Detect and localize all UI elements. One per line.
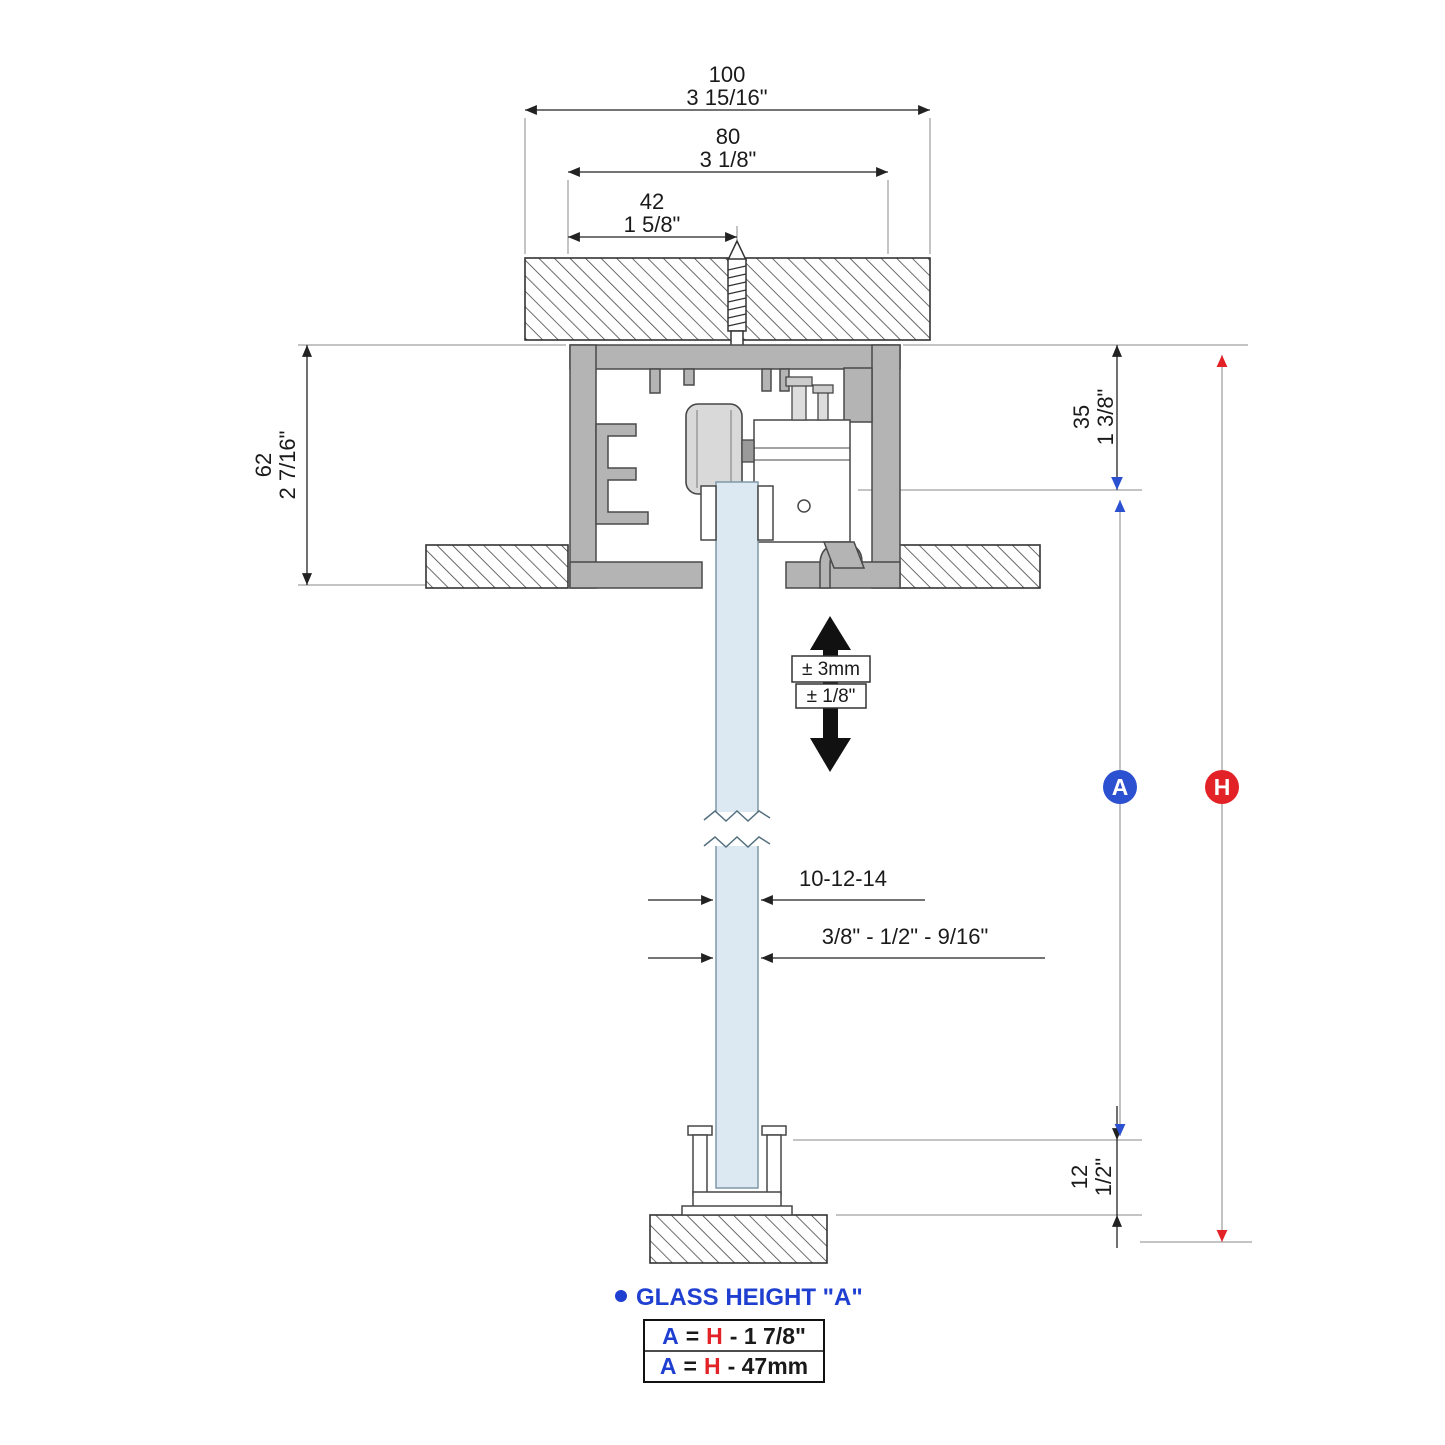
dim-42-mm: 42 [640,189,664,214]
dim-width-100: 100 3 15/16" [525,62,930,116]
ref-h-badge [1205,770,1239,804]
ref-a-badge [1103,770,1137,804]
glass-clamp-left [700,485,717,541]
soffit-left-block [425,544,569,589]
adjust-in-label: ± 1/8" [807,686,856,707]
legend: GLASS HEIGHT "A" A=H- 1 7/8" A=H- 47mm [615,1284,863,1383]
dim-80-in: 3 1/8" [700,147,757,172]
ref-h-label: H [1214,774,1231,800]
track-top-plate [569,344,901,370]
screw-threads [727,265,747,327]
adjust-arrow-down-icon [810,738,851,772]
dim-100-in: 3 15/16" [686,85,767,110]
track-right-step [843,367,873,423]
glass-thickness-in: 3/8" - 1/2" - 9/16" [822,924,989,949]
channel-wall-right [766,1134,782,1196]
channel-cap-left [687,1125,713,1136]
break-mark-top [703,809,771,823]
dim-width-42: 42 1 5/8" [568,189,737,243]
dim-glass-thickness-mm: 10-12-14 [648,866,925,906]
dim-12-mm: 12 [1067,1165,1092,1189]
lock-screw [817,391,829,421]
dim-80-mm: 80 [716,124,740,149]
dim-height-12: 12 1/2" [1067,1106,1123,1248]
dim-height-35: 35 1 3/8" [1069,345,1123,490]
bullet-icon [615,1290,627,1302]
roller-wheel [685,403,743,495]
adjust-arrow-up-icon [810,616,851,650]
dim-35-in: 1 3/8" [1093,389,1118,446]
floor-block [649,1214,828,1264]
extension-lines [298,118,1252,1243]
legend-title: GLASS HEIGHT "A" [636,1284,863,1311]
dim-12-in: 1/2" [1091,1158,1116,1196]
break-mark-bottom [703,835,771,849]
dim-height-62: 62 2 7/16" [251,345,313,585]
height-adjustment-indicator: ± 3mm ± 1/8" [791,616,871,772]
ref-a-label: A [1112,774,1129,800]
glass-panel [700,481,774,1189]
channel-base-plate [681,1205,793,1216]
track-top-tabs [649,368,790,394]
adjust-mm-box [791,655,871,683]
dim-35-mm: 35 [1069,405,1094,429]
track-left-wall [569,344,597,589]
glass-thickness-mm: 10-12-14 [799,866,887,891]
reference-line-h: H [1205,355,1239,1242]
dim-100-mm: 100 [709,62,746,87]
adjust-mm-label: ± 3mm [802,659,860,680]
track-profile [569,344,901,589]
formula-inch: A=H- 1 7/8" [662,1323,806,1349]
track-right-wall [871,344,901,589]
roller-carriage [685,376,866,569]
formula-mm: A=H- 47mm [660,1353,808,1379]
channel-wall-left [692,1134,708,1196]
dim-62-mm: 62 [251,453,276,477]
lock-screw-cap [812,384,834,394]
carriage-bolt [797,499,811,513]
track-bottom-left [569,561,703,589]
dim-width-80: 80 3 1/8" [568,124,888,178]
dim-42-in: 1 5/8" [624,212,681,237]
channel-cap-right [761,1125,787,1136]
dim-62-in: 2 7/16" [275,431,300,500]
carriage-foot [822,541,866,569]
adjust-in-box [795,683,867,709]
track-inner-fins [595,423,649,525]
dim-glass-thickness-in: 3/8" - 1/2" - 9/16" [648,924,1045,964]
soffit-right-block [897,544,1041,589]
glass-clamp-right [757,485,774,541]
adjustment-screw [791,383,807,421]
reference-line-a: A [1103,500,1137,1136]
adjustment-screw-cap [785,376,813,387]
floor-guide-channel [681,1125,793,1216]
roller-axle [741,439,755,463]
